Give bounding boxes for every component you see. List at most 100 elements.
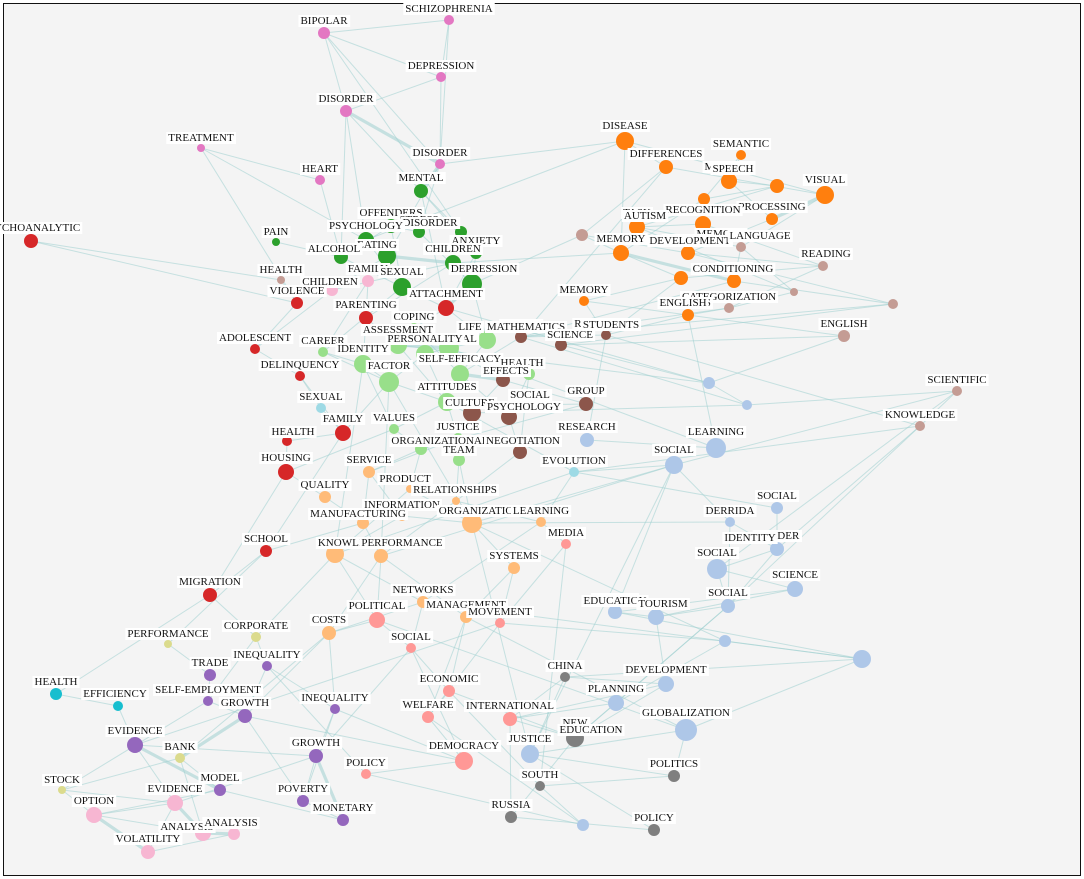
node-disorder-dot[interactable]	[340, 105, 352, 117]
node-values-dot[interactable]	[389, 424, 399, 434]
node-health-dot[interactable]	[282, 436, 292, 446]
node-negotiation-dot[interactable]	[513, 445, 527, 459]
node-organization-dot[interactable]	[462, 513, 482, 533]
node-english-dot[interactable]	[888, 299, 898, 309]
node-self-efficacy-dot[interactable]	[451, 365, 469, 383]
node-international-dot[interactable]	[503, 712, 517, 726]
node-social-dot[interactable]	[665, 456, 683, 474]
node-democracy-dot[interactable]	[455, 752, 473, 770]
node-quality-dot[interactable]	[319, 491, 331, 503]
node-social-dot[interactable]	[515, 331, 527, 343]
node-stock-dot[interactable]	[58, 786, 66, 794]
node-corporate-dot[interactable]	[251, 632, 261, 642]
node-adolescent-dot[interactable]	[250, 344, 260, 354]
node-parenting-dot[interactable]	[359, 311, 373, 325]
node-development-dot[interactable]	[658, 676, 674, 692]
node-derrida-dot[interactable]	[725, 517, 735, 527]
node-gender-dot[interactable]	[770, 542, 784, 556]
node-heart-dot[interactable]	[315, 175, 325, 185]
node-economic-dot[interactable]	[443, 685, 455, 697]
node-politics-dot[interactable]	[668, 770, 680, 782]
node-career-dot[interactable]	[318, 347, 328, 357]
node-conditioning-dot[interactable]	[790, 288, 798, 296]
node-tourism-dot[interactable]	[853, 650, 871, 668]
node-social-dot[interactable]	[771, 502, 783, 514]
node-education-dot[interactable]	[719, 635, 731, 647]
node-memory-dot[interactable]	[613, 245, 629, 261]
node-pain-dot[interactable]	[272, 238, 280, 246]
node-evidence-dot[interactable]	[167, 795, 183, 811]
node-china-dot[interactable]	[560, 672, 570, 682]
node-analysis-dot[interactable]	[228, 828, 240, 840]
node-performance-dot[interactable]	[164, 640, 172, 648]
node-categorization-dot[interactable]	[724, 303, 734, 313]
node-life-dot[interactable]	[478, 331, 496, 349]
node-language-dot[interactable]	[818, 261, 828, 271]
node-autism-dot[interactable]	[576, 229, 588, 241]
node-inequality-dot[interactable]	[262, 661, 272, 671]
node-media-dot[interactable]	[561, 539, 571, 549]
node-factor-dot[interactable]	[379, 372, 399, 392]
node-model-dot[interactable]	[214, 784, 226, 796]
node-growth-dot[interactable]	[309, 749, 323, 763]
node-efficiency-dot[interactable]	[113, 701, 123, 711]
node-violence-dot[interactable]	[291, 297, 303, 309]
node-speech-dot[interactable]	[770, 179, 784, 193]
node-education-dot[interactable]	[577, 819, 589, 831]
node-delinquency-dot[interactable]	[295, 371, 305, 381]
node-mathematics-dot[interactable]	[703, 377, 715, 389]
node-health-dot[interactable]	[277, 276, 285, 284]
node-group-dot[interactable]	[579, 397, 593, 411]
node-trade-dot[interactable]	[204, 669, 216, 681]
node-science-dot[interactable]	[787, 581, 803, 597]
node-monetary-dot[interactable]	[337, 814, 349, 826]
node-inequality-dot[interactable]	[330, 704, 340, 714]
node-memory-dot[interactable]	[698, 193, 710, 205]
node-development-dot[interactable]	[736, 242, 746, 252]
node-differences-dot[interactable]	[659, 160, 673, 174]
node-option-dot[interactable]	[86, 807, 102, 823]
node-south-dot[interactable]	[535, 781, 545, 791]
node-depression-dot[interactable]	[436, 72, 446, 82]
node-bipolar-dot[interactable]	[318, 27, 330, 39]
node-movement-dot[interactable]	[495, 618, 505, 628]
node-mental-dot[interactable]	[414, 184, 428, 198]
node-evolution-dot[interactable]	[569, 467, 579, 477]
node-family-dot[interactable]	[362, 275, 374, 287]
node-semantic-dot[interactable]	[736, 150, 746, 160]
node-processing-dot[interactable]	[766, 213, 778, 225]
node-memory-dot[interactable]	[721, 173, 737, 189]
node-policy-dot[interactable]	[361, 769, 371, 779]
node-identity-dot[interactable]	[648, 609, 664, 625]
node-poverty-dot[interactable]	[297, 795, 309, 807]
node-social-dot[interactable]	[721, 599, 735, 613]
node-eating-dot[interactable]	[378, 247, 396, 265]
node-costs-dot[interactable]	[322, 626, 336, 640]
node-disorder-dot[interactable]	[435, 159, 445, 169]
node-growth-dot[interactable]	[238, 709, 252, 723]
node-reasoning-dot[interactable]	[601, 330, 611, 340]
node-reading-dot[interactable]	[674, 271, 688, 285]
node-bank-dot[interactable]	[175, 753, 185, 763]
node-science-dot[interactable]	[742, 400, 752, 410]
node-justice-dot[interactable]	[521, 745, 539, 763]
node-migration-dot[interactable]	[203, 588, 217, 602]
node-performance-dot[interactable]	[374, 549, 388, 563]
node-effects-dot[interactable]	[682, 309, 694, 321]
node-planning-dot[interactable]	[608, 695, 624, 711]
node-health-dot[interactable]	[50, 688, 62, 700]
node-russia-dot[interactable]	[505, 811, 517, 823]
node-learning-dot[interactable]	[536, 517, 546, 527]
node-school-dot[interactable]	[260, 545, 272, 557]
node-schizophrenia-dot[interactable]	[444, 15, 454, 25]
node-service-dot[interactable]	[363, 466, 375, 478]
node-sexual-dot[interactable]	[316, 403, 326, 413]
node-research-dot[interactable]	[580, 433, 594, 447]
node-memory-dot[interactable]	[579, 296, 589, 306]
node-volatility-dot[interactable]	[141, 845, 155, 859]
node-social-dot[interactable]	[707, 559, 727, 579]
node-knowledge-dot[interactable]	[915, 421, 925, 431]
node-word-dot[interactable]	[727, 274, 741, 288]
node-learning-dot[interactable]	[706, 438, 726, 458]
node-scientific-dot[interactable]	[952, 386, 962, 396]
